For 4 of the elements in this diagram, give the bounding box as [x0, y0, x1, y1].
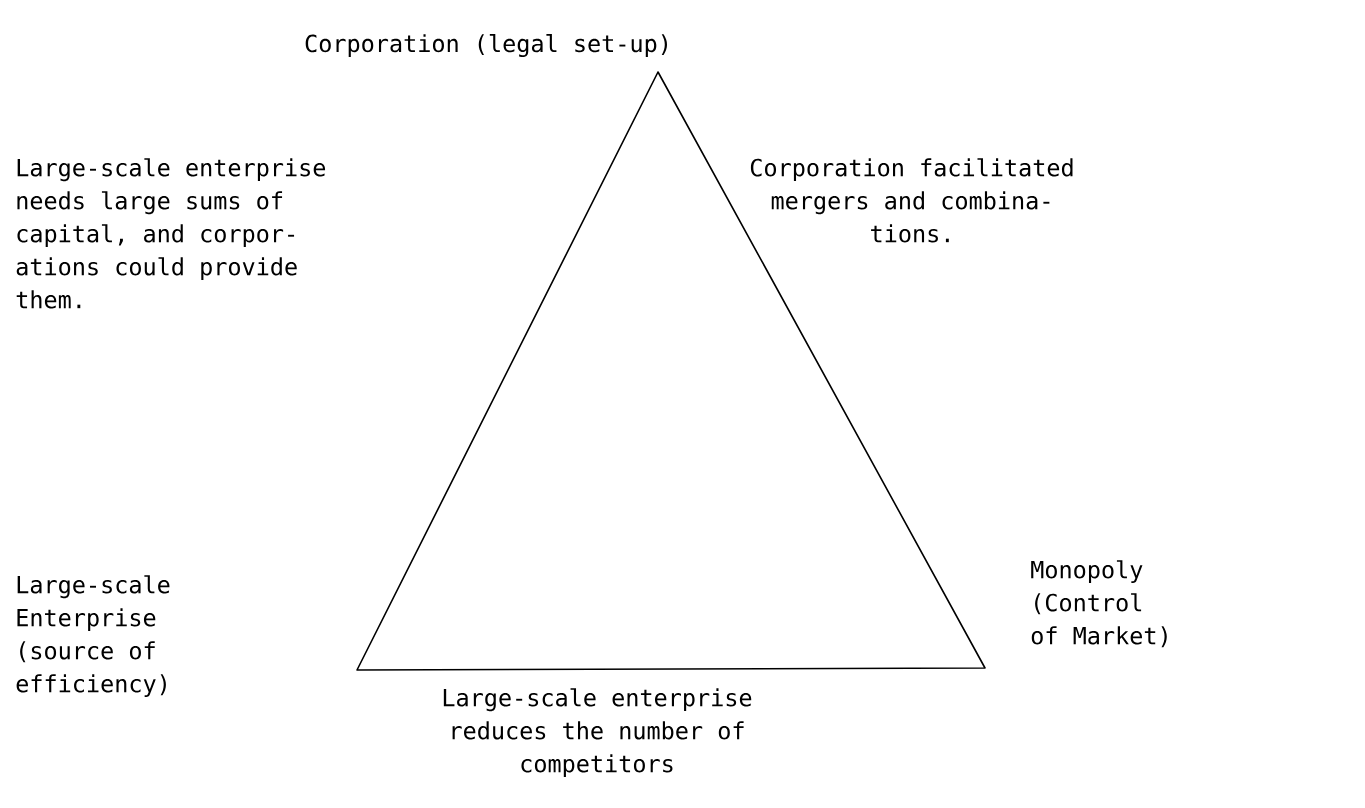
label: Monopoly (Control of Market): [1031, 560, 1167, 648]
label: Large-scale enterprise needs large sums of capital, and corpor- ations could provide them.: [16, 158, 326, 309]
label: Corporation facilitated mergers and combina- tions.: [750, 158, 1073, 243]
label: Large-scale Enterprise (source of efficiency): [16, 575, 170, 698]
